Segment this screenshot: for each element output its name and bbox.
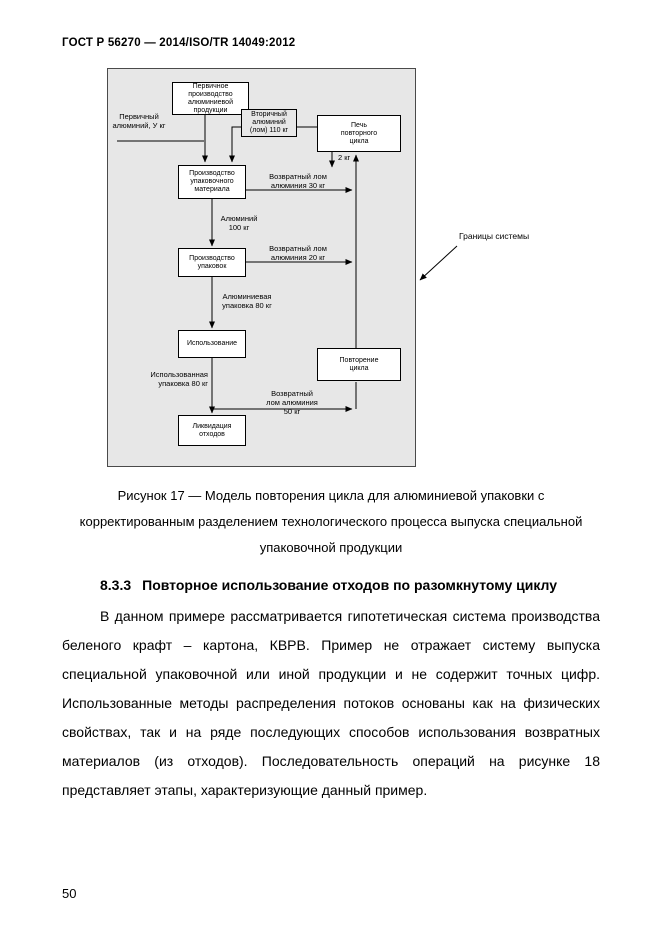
label-aluminum-100kg: Алюминий 100 кг [220, 214, 258, 232]
label-primary-aluminum: Первичный алюминий, У кг [112, 112, 166, 130]
node-packaging-material-production: Производство упаковочного материала [178, 165, 246, 199]
figure-caption-line: Рисунок 17 — Модель повторения цикла для… [117, 488, 545, 503]
figure-caption: Рисунок 17 — Модель повторения цикла для… [63, 483, 599, 561]
label-aluminum-package-80kg: Алюминиевая упаковка 80 кг [222, 292, 272, 310]
arrow-system-boundary [419, 245, 458, 281]
figure-caption-line: упаковочной продукции [259, 540, 403, 555]
label-used-package-80kg: Использованная упаковка 80 кг [150, 370, 208, 388]
node-waste-disposal: Ликвидация отходов [178, 415, 246, 446]
page-number: 50 [62, 886, 77, 901]
label-scrap-30kg: Возвратный лом алюминия 30 кг [269, 172, 327, 190]
label-secondary-aluminum: Вторичный алюминий (лом) 110 кг [241, 109, 297, 137]
figure-caption-line: корректированным разделением технологиче… [79, 514, 583, 529]
section-heading: 8.3.3 Повторное использование отходов по … [100, 577, 557, 593]
label-loss-2kg: 2 кг [338, 153, 351, 162]
label-scrap-50kg: Возвратный лом алюминия 50 кг [266, 389, 318, 416]
node-remelt-furnace: Печь повторного цикла [317, 115, 401, 152]
system-boundary-label: Границы системы [459, 231, 530, 241]
node-cycle-repetition: Повторение цикла [317, 348, 401, 381]
section-title: Повторное использование отходов по разом… [142, 577, 558, 593]
node-use: Использование [178, 330, 246, 358]
body-paragraph: В данном примере рассматривается гипотет… [62, 608, 600, 798]
document-header: ГОСТ Р 56270 — 2014/ISO/TR 14049:2012 [62, 37, 296, 49]
node-primary-production: Первичное производство алюминиевой проду… [172, 82, 249, 115]
section-number: 8.3.3 [100, 577, 132, 593]
node-package-production: Производство упаковок [178, 248, 246, 277]
label-scrap-20kg: Возвратный лом алюминия 20 кг [269, 244, 327, 262]
